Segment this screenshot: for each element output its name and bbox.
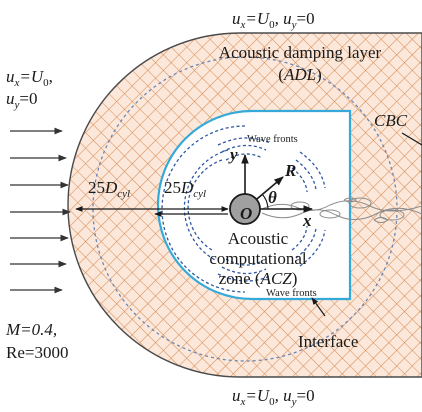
wave-fronts-bottom-label: Wave fronts [266,288,317,299]
interface-label: Interface [298,332,358,351]
adl-label-line1: Acoustic damping layer [219,43,382,62]
wave-front-arcs [161,125,326,293]
acz-label-line1: Acoustic [228,229,289,248]
adl-label-line2: (ADL) [278,65,321,84]
top-boundary-condition: ux=U0, uy=0 [232,9,315,31]
dashed-circle [92,56,398,362]
reynolds-number-label: Re=3000 [6,343,68,362]
wave-fronts-top-label: Wave fronts [247,134,298,145]
cylinder [229,193,261,225]
mach-number-label: M=0.4, [5,320,57,339]
theta-label: θ [268,188,277,207]
origin-label: O [240,204,252,223]
outer-dimension-label: 25Dcyl [88,178,130,200]
interface-leader [311,297,326,317]
inflow-arrows [10,127,71,294]
theta-arc [261,193,269,210]
x-axis-label: x [302,211,312,230]
cbc-arrow [401,132,422,146]
inlet-boundary-condition-line1: ux=U0, [6,67,53,89]
radius-label: R [284,161,296,180]
inlet-boundary-condition-line2: uy=0 [6,89,37,111]
bottom-boundary-condition: ux=U0, uy=0 [232,386,315,408]
acz-label-line3: zone (ACZ) [219,269,298,288]
cbc-label: CBC [374,111,408,130]
y-axis-label: y [228,145,238,164]
acz-label-line2: computational [209,249,307,268]
inner-dimension-label: 25Dcyl [164,178,206,200]
